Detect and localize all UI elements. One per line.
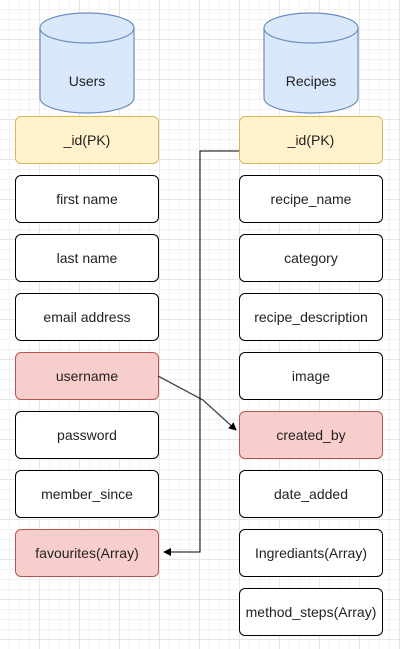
- users-field-id[interactable]: _id(PK): [15, 116, 159, 164]
- recipes-field-recipe-name[interactable]: recipe_name: [239, 175, 383, 223]
- recipes-field-date-added[interactable]: date_added: [239, 470, 383, 518]
- users-collection-title: Users: [68, 73, 106, 89]
- recipe-id-to-favourites-arrow: [163, 150, 239, 556]
- username-to-created-by-arrow: [157, 375, 237, 431]
- users-field-password[interactable]: password: [15, 411, 159, 459]
- users-field-email-address[interactable]: email address: [15, 293, 159, 341]
- recipes-field-created-by[interactable]: created_by: [239, 411, 383, 459]
- users-field-last-name[interactable]: last name: [15, 234, 159, 282]
- users-field-username[interactable]: username: [15, 352, 159, 400]
- recipes-field-id[interactable]: _id(PK): [239, 116, 383, 164]
- recipes-field-image[interactable]: image: [239, 352, 383, 400]
- recipes-field-category[interactable]: category: [239, 234, 383, 282]
- recipes-field-recipe-description[interactable]: recipe_description: [239, 293, 383, 341]
- users-field-member-since[interactable]: member_since: [15, 470, 159, 518]
- recipes-database-icon: Recipes: [263, 10, 359, 116]
- recipes-cylinder-shape: [263, 12, 359, 114]
- users-database-icon: Users: [39, 10, 135, 116]
- users-cylinder-shape: [39, 12, 135, 114]
- recipes-collection-title: Recipes: [285, 73, 337, 89]
- users-field-favourites[interactable]: favourites(Array): [15, 529, 159, 577]
- users-field-first-name[interactable]: first name: [15, 175, 159, 223]
- recipes-field-method-steps[interactable]: method_steps(Array): [239, 588, 383, 636]
- recipes-field-ingrediants[interactable]: Ingrediants(Array): [239, 529, 383, 577]
